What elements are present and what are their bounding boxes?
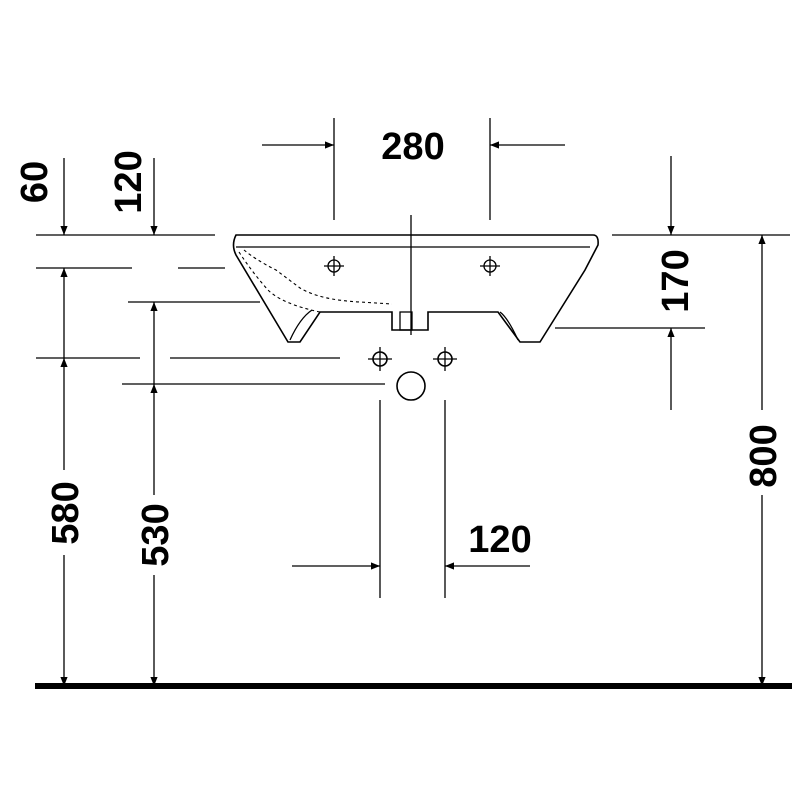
dimension-height-530: 530 [135,384,177,686]
dim-label-60: 60 [14,161,56,203]
dimension-height-800: 800 [743,235,785,686]
dimension-top-width: 280 [262,118,565,220]
dimension-offset-60: 60 [14,158,68,358]
tap-hole-right-icon [480,256,500,276]
dimension-pipe-spacing: 120 [292,400,532,598]
dim-label-120-top: 120 [108,150,150,213]
washbasin-outline [232,234,599,343]
dim-label-120-bottom: 120 [468,519,531,561]
fixing-bolt-left-icon [368,347,392,371]
dim-label-800: 800 [743,424,785,487]
dimension-offset-120: 120 [108,150,158,384]
waste-outlet-icon [396,371,426,401]
dim-label-580: 580 [45,481,87,544]
dim-label-280: 280 [381,126,444,168]
fixing-bolt-right-icon [433,347,457,371]
tap-hole-left-icon [324,256,344,276]
left-extension-lines [36,234,385,385]
dimension-basin-depth-170: 170 [555,156,790,410]
dim-label-530: 530 [135,503,177,566]
dimension-height-580: 580 [45,358,87,686]
dim-label-170: 170 [655,249,697,312]
